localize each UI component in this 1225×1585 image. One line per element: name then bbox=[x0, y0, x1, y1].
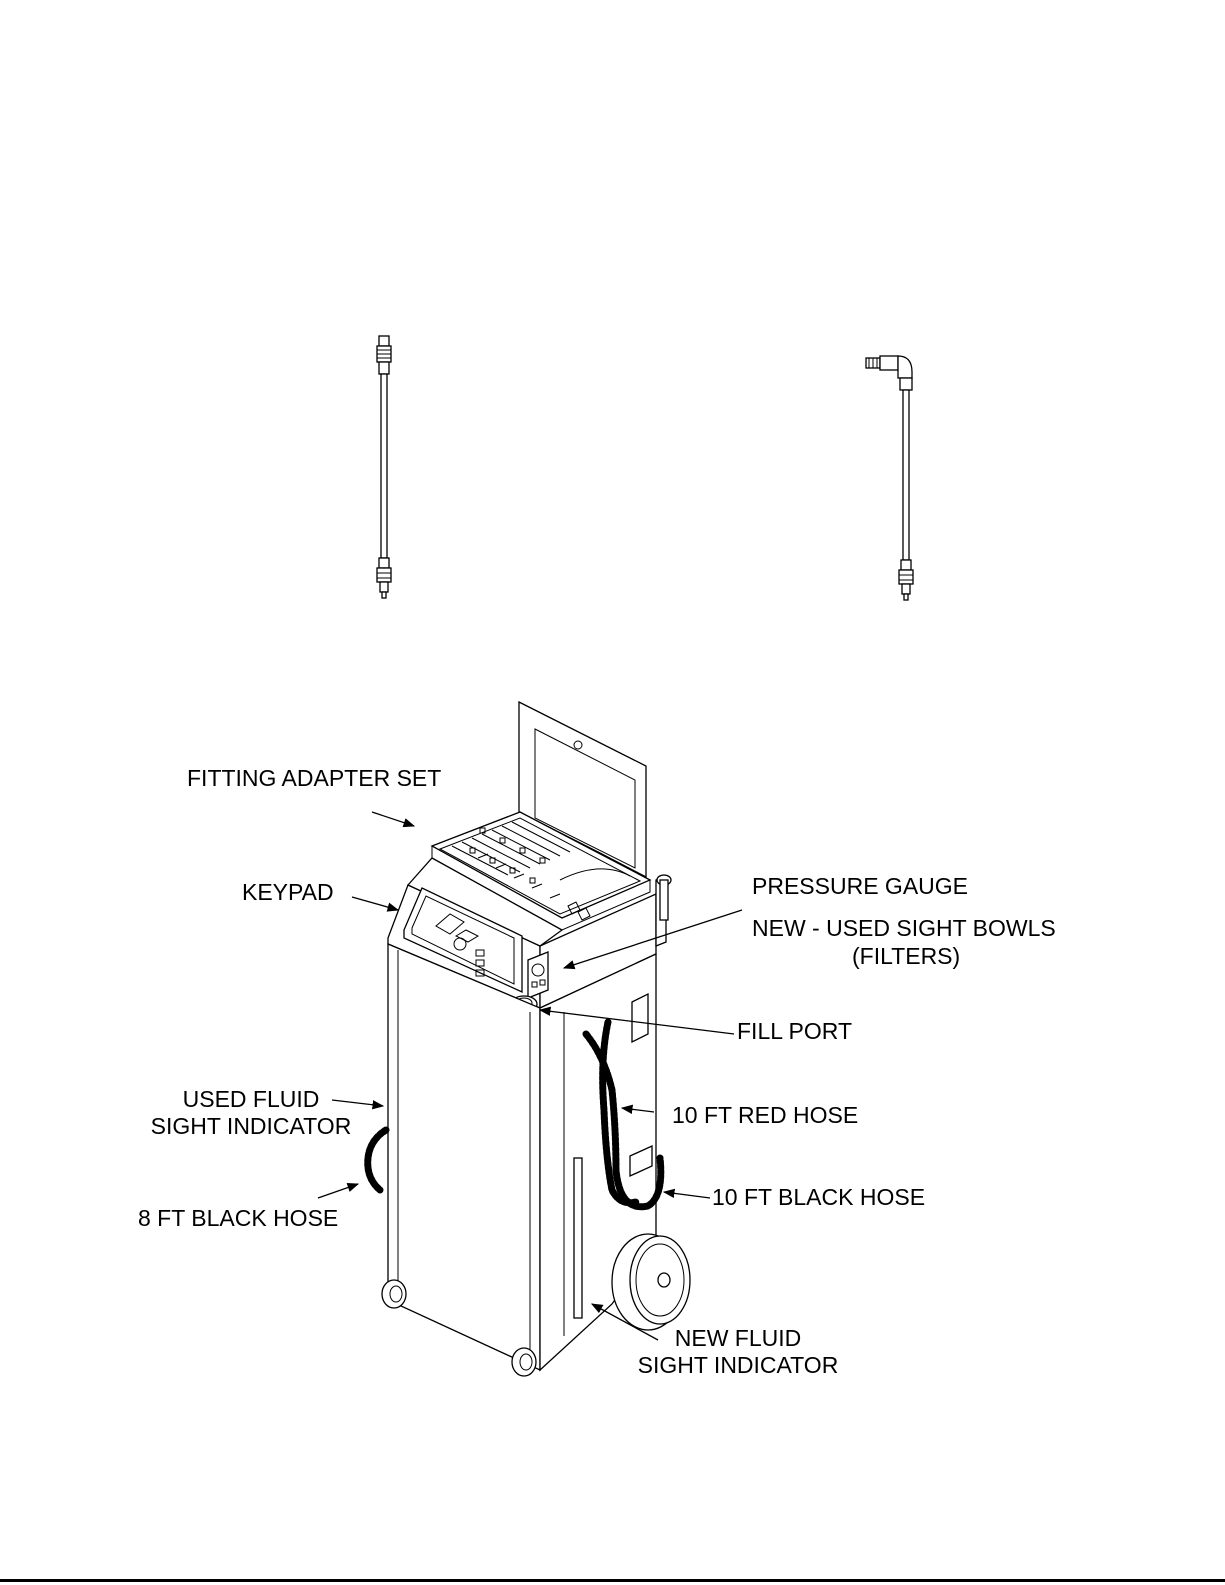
label-fill-port: FILL PORT bbox=[737, 1018, 852, 1045]
label-sight-bowls: NEW - USED SIGHT BOWLS bbox=[752, 915, 1056, 942]
black-hose-8ft bbox=[368, 1130, 386, 1190]
label-black-hose-8ft: 8 FT BLACK HOSE bbox=[138, 1205, 338, 1232]
elbow-hose-adapter bbox=[866, 356, 913, 600]
label-pressure-gauge: PRESSURE GAUGE bbox=[752, 873, 968, 900]
label-new-fluid-line1: NEW FLUID bbox=[620, 1325, 856, 1352]
label-used-fluid-line2: SIGHT INDICATOR bbox=[136, 1113, 366, 1140]
service-cart bbox=[368, 702, 690, 1376]
label-keypad: KEYPAD bbox=[242, 879, 334, 906]
bottom-rule bbox=[0, 1579, 1225, 1582]
label-new-fluid-sight: NEW FLUID SIGHT INDICATOR bbox=[620, 1325, 856, 1379]
label-used-fluid-line1: USED FLUID bbox=[136, 1086, 366, 1113]
cabinet-front bbox=[388, 944, 540, 1370]
label-sight-bowls-filters: (FILTERS) bbox=[852, 943, 960, 970]
wheel bbox=[612, 1234, 690, 1330]
label-red-hose: 10 FT RED HOSE bbox=[672, 1102, 858, 1129]
label-used-fluid-sight: USED FLUID SIGHT INDICATOR bbox=[136, 1086, 366, 1140]
new-fluid-sight-window bbox=[574, 1158, 582, 1318]
label-black-hose-10ft: 10 FT BLACK HOSE bbox=[712, 1184, 925, 1211]
label-new-fluid-line2: SIGHT INDICATOR bbox=[620, 1352, 856, 1379]
pressure-gauge bbox=[528, 952, 548, 998]
straight-hose-adapter bbox=[377, 336, 391, 598]
label-fitting-adapter-set: FITTING ADAPTER SET bbox=[187, 765, 441, 792]
